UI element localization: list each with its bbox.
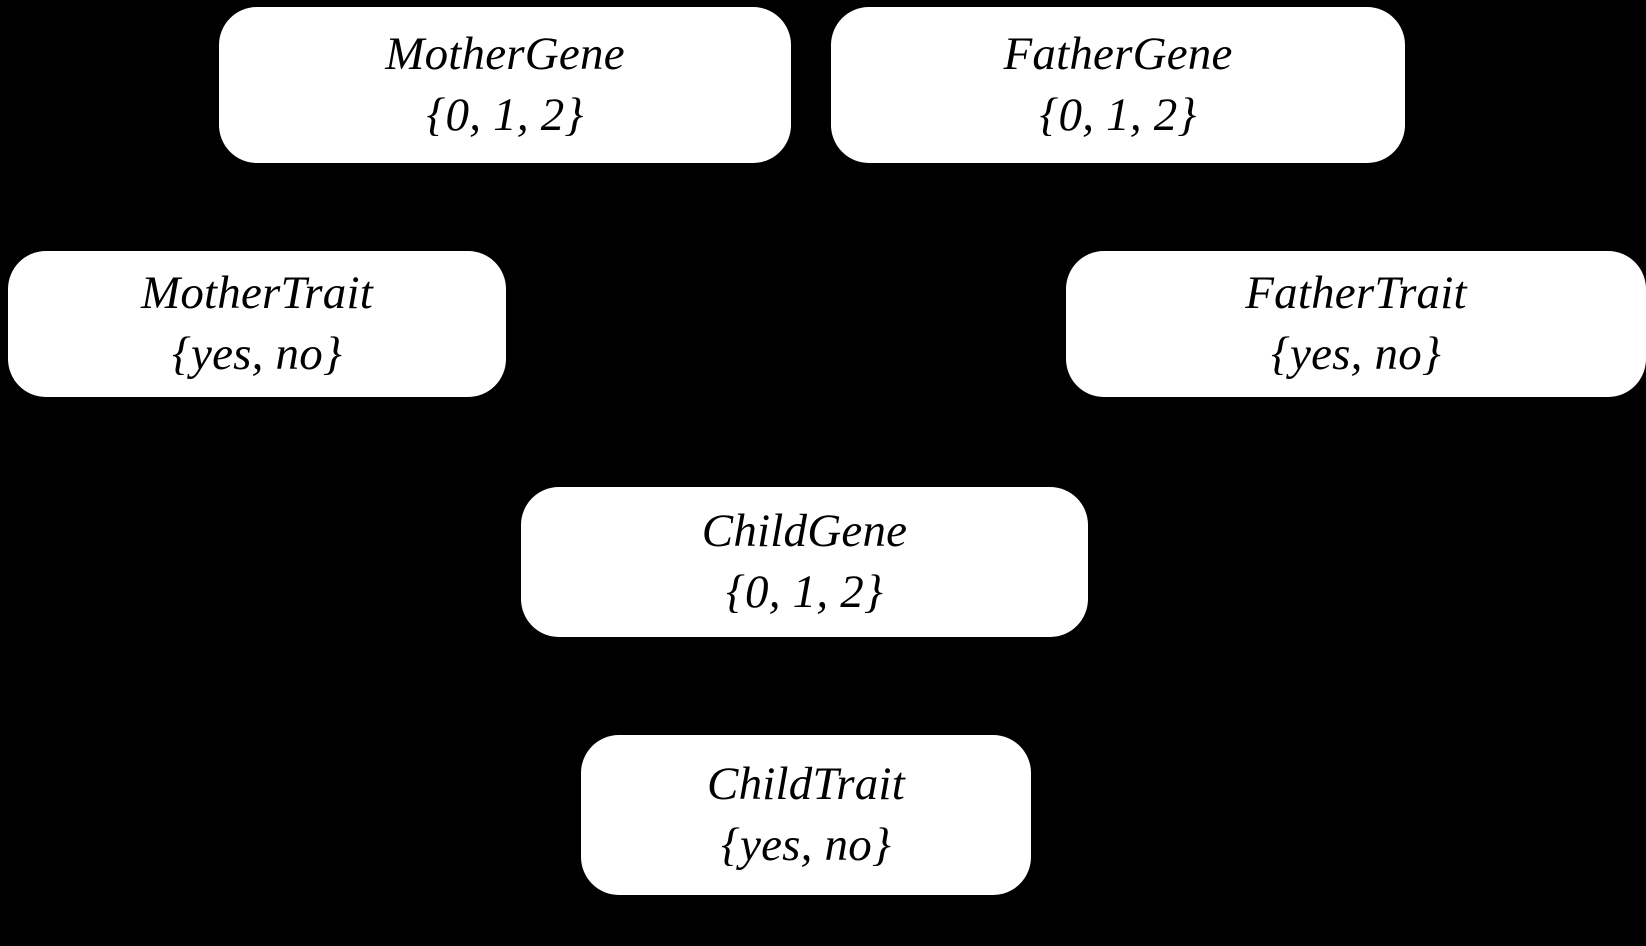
node-child-gene[interactable]: ChildGene {0, 1, 2} (521, 487, 1088, 637)
node-mother-gene-domain: {0, 1, 2} (426, 89, 584, 141)
node-child-trait-title: ChildTrait (707, 757, 905, 810)
node-mother-gene[interactable]: MotherGene {0, 1, 2} (219, 7, 791, 163)
node-child-gene-title: ChildGene (701, 504, 908, 557)
node-father-gene-domain: {0, 1, 2} (1039, 89, 1197, 141)
node-father-trait-domain: {yes, no} (1271, 328, 1441, 380)
node-mother-trait[interactable]: MotherTrait {yes, no} (8, 251, 506, 397)
node-child-trait-domain: {yes, no} (721, 819, 891, 871)
node-child-trait[interactable]: ChildTrait {yes, no} (581, 735, 1031, 895)
node-father-trait[interactable]: FatherTrait {yes, no} (1066, 251, 1646, 397)
node-father-gene-title: FatherGene (1003, 27, 1233, 80)
node-father-gene[interactable]: FatherGene {0, 1, 2} (831, 7, 1405, 163)
node-mother-trait-domain: {yes, no} (172, 328, 342, 380)
node-mother-gene-title: MotherGene (385, 27, 625, 80)
node-mother-trait-title: MotherTrait (140, 266, 373, 319)
node-child-gene-domain: {0, 1, 2} (726, 566, 883, 618)
node-father-trait-title: FatherTrait (1245, 266, 1467, 319)
